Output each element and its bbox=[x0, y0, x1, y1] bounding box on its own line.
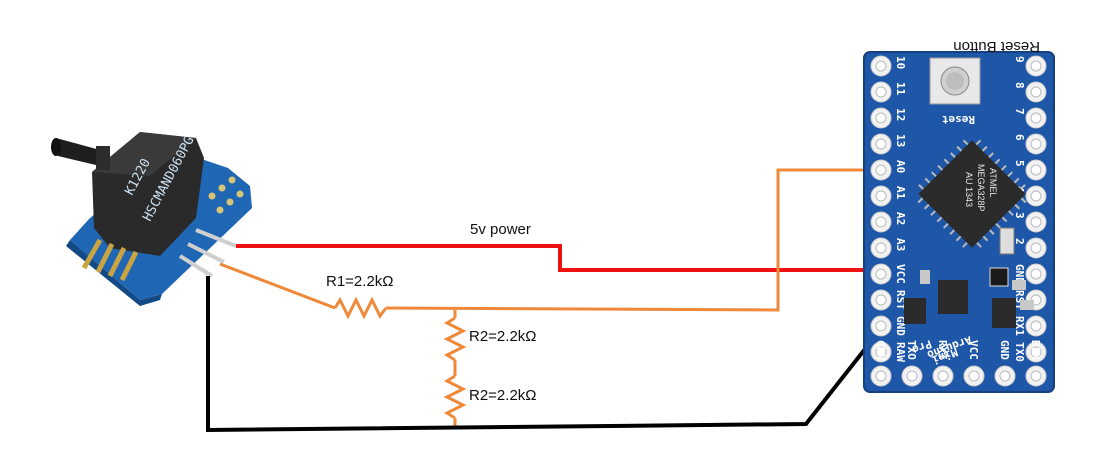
power-wire bbox=[236, 244, 880, 272]
bottom-pin-label: GND bbox=[998, 340, 1011, 360]
reset-button-label: Reset Button bbox=[953, 38, 1040, 55]
r2a-resistor bbox=[443, 316, 467, 362]
right-pin-label: 7 bbox=[1013, 108, 1026, 115]
bottom-pin-header: GRN TXO RXI VCC GND BLK bbox=[870, 340, 1047, 387]
bottom-pin-label: RXI bbox=[936, 340, 949, 360]
board-components bbox=[904, 227, 1034, 328]
power-label: 5v power bbox=[470, 221, 531, 238]
left-pin-label: 11 bbox=[894, 82, 907, 96]
right-pin-header: 98765432GNDRSTRX1TX0 bbox=[1013, 55, 1047, 363]
sensor-legs bbox=[81, 238, 139, 282]
r2b-label: R2=2.2kΩ bbox=[469, 387, 537, 404]
left-pin-label: A2 bbox=[894, 212, 907, 225]
left-pin-label: A0 bbox=[894, 160, 907, 173]
bottom-pin-label: TXO bbox=[905, 340, 918, 360]
chip-text-3: AU 1343 bbox=[964, 172, 974, 207]
right-pin-label: GND bbox=[1013, 264, 1026, 284]
chip-text-2: MEGA328P bbox=[976, 164, 986, 212]
sensor-body-top bbox=[92, 132, 196, 176]
left-pin-label: A1 bbox=[894, 186, 907, 200]
ground-wire bbox=[206, 276, 882, 433]
left-pin-label: 13 bbox=[894, 134, 907, 147]
left-pin-label: RAW bbox=[894, 342, 907, 362]
left-pin-label: GND bbox=[894, 316, 907, 336]
sensor-header-pads bbox=[208, 176, 244, 214]
left-pin-label: 12 bbox=[894, 108, 907, 121]
r1-label: R1=2.2kΩ bbox=[326, 273, 394, 290]
mcu-chip: ATMEL MEGA328P AU 1343 bbox=[917, 139, 1027, 248]
right-pin-label: 3 bbox=[1013, 212, 1026, 219]
reset-button bbox=[929, 57, 981, 105]
bottom-pin-label: BLK bbox=[1029, 340, 1042, 360]
right-pin-label: RX1 bbox=[1013, 316, 1026, 336]
right-pin-label: 8 bbox=[1013, 82, 1026, 89]
right-pin-label: TX0 bbox=[1013, 342, 1026, 362]
sensor-pcb-edge bbox=[66, 240, 162, 306]
right-pin-label: 5 bbox=[1013, 160, 1026, 167]
right-pin-label: 2 bbox=[1013, 238, 1026, 245]
signal-wire bbox=[219, 168, 884, 428]
right-pin-label: 6 bbox=[1013, 134, 1026, 141]
left-pin-label: 10 bbox=[894, 56, 907, 69]
bottom-pin-label: GRN bbox=[874, 340, 887, 360]
right-pin-label: 9 bbox=[1013, 56, 1026, 63]
sensor-header-pins bbox=[178, 228, 237, 278]
r2b-resistor bbox=[443, 374, 467, 420]
left-pin-label: A3 bbox=[894, 238, 907, 251]
left-pin-label: VCC bbox=[894, 264, 907, 284]
chip-text-1: ATMEL bbox=[988, 168, 998, 197]
pressure-sensor: K1220 HSCMAND060PG bbox=[51, 132, 252, 306]
r1-resistor bbox=[333, 296, 388, 320]
sensor-port-nozzle bbox=[51, 138, 110, 170]
reset-silk-label: Reset bbox=[942, 113, 975, 126]
left-pin-label: RST bbox=[894, 290, 907, 310]
r2a-label: R2=2.2kΩ bbox=[469, 328, 537, 345]
bottom-pin-label: VCC bbox=[967, 340, 980, 360]
